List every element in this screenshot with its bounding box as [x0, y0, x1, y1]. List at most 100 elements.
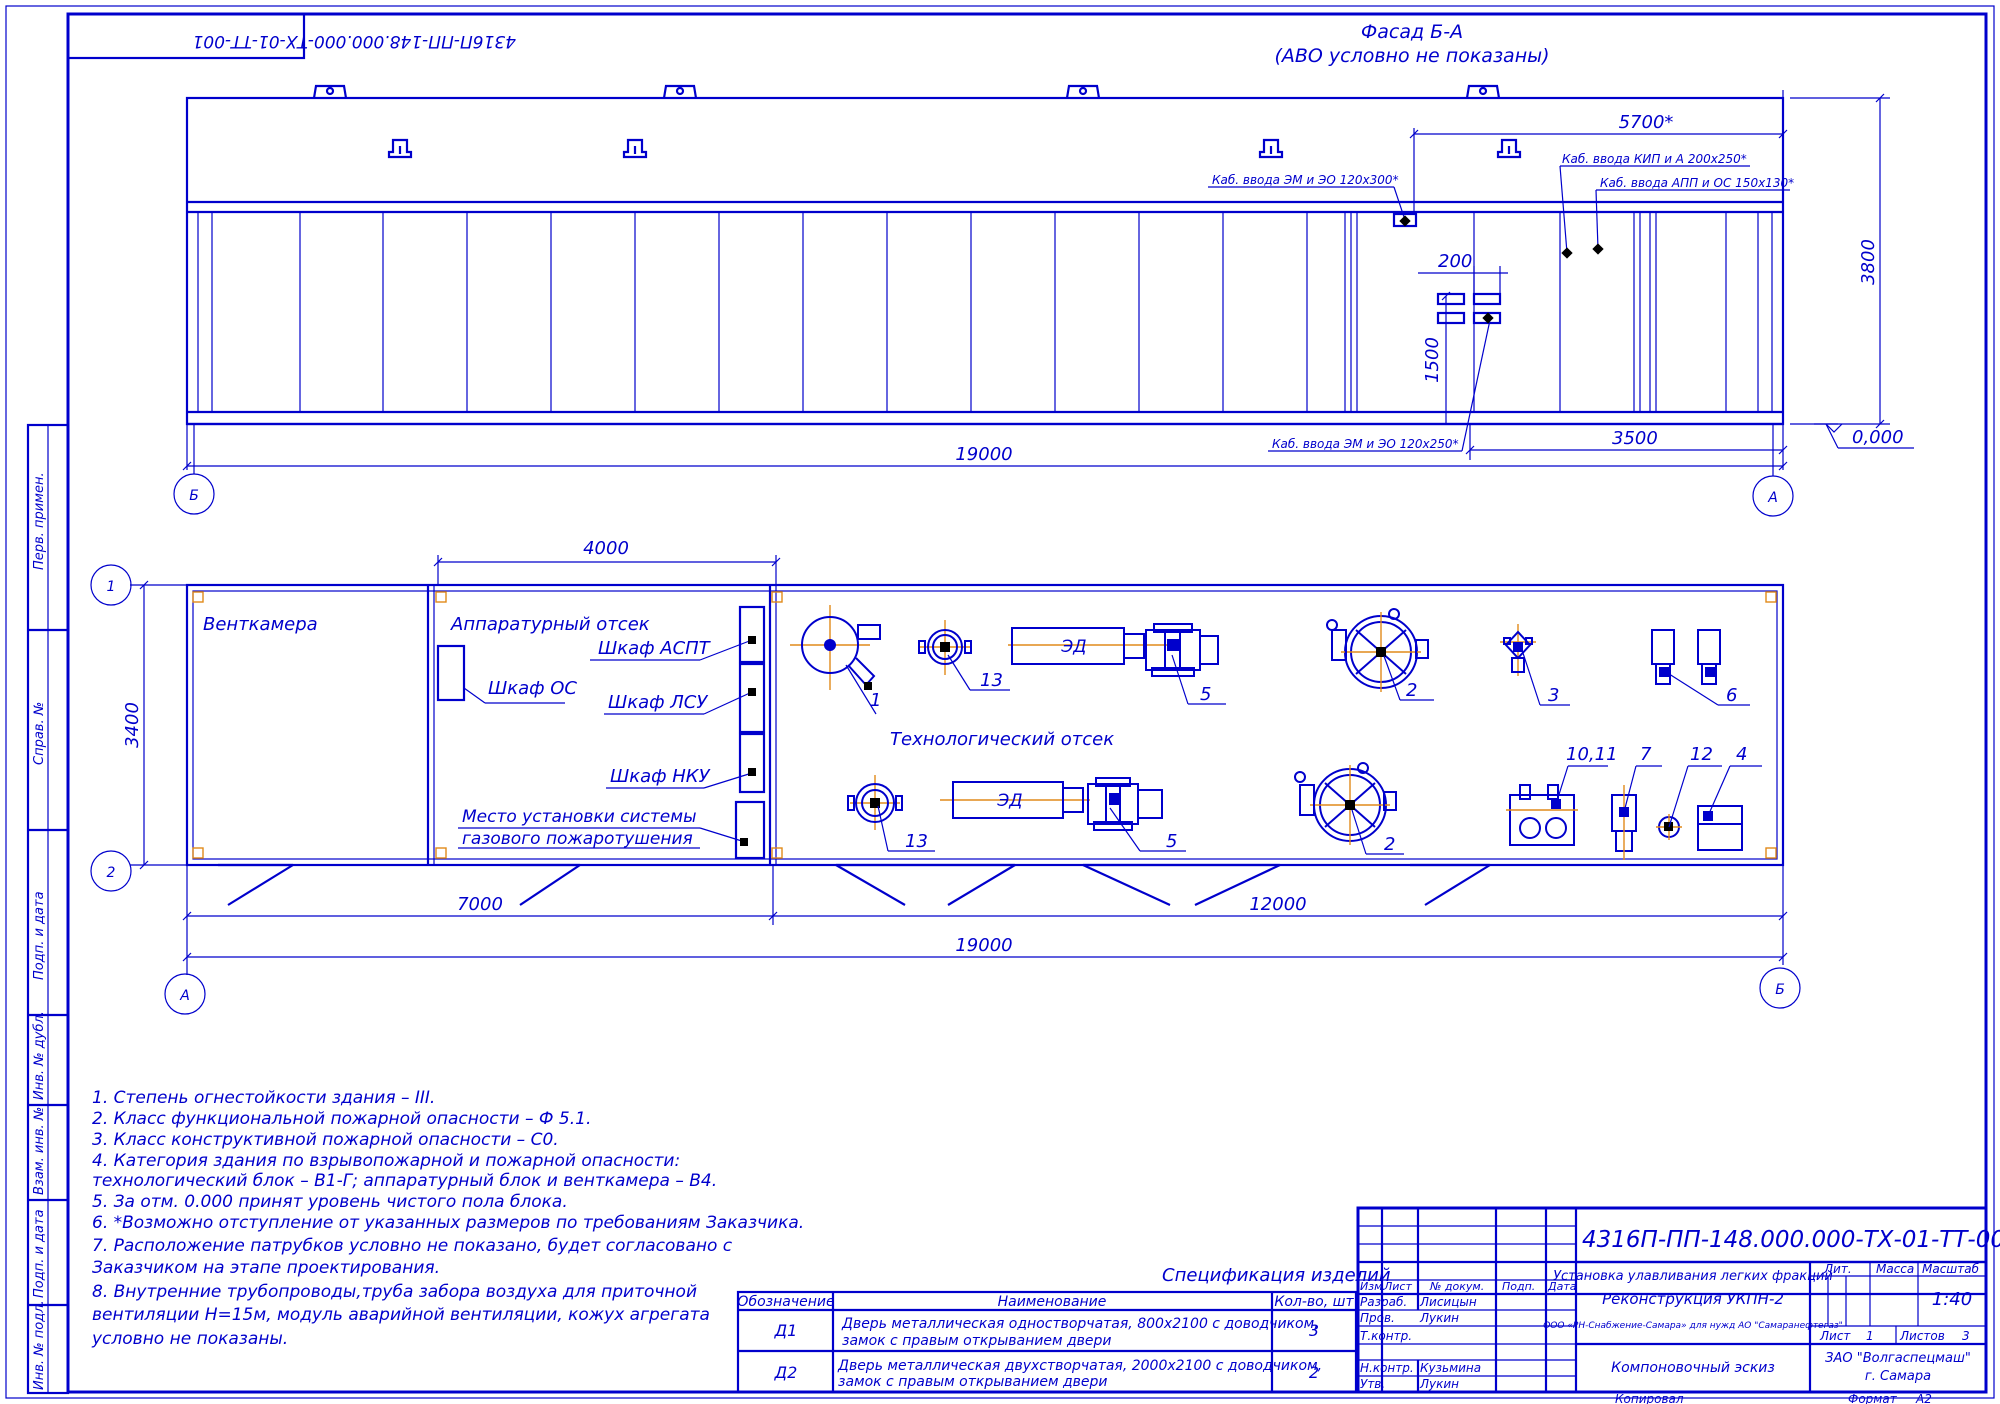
facade-axes: Б А: [173, 424, 1794, 517]
item-5a: 5: [1200, 684, 1211, 705]
stamp-role-2: Пров.: [1360, 1311, 1395, 1325]
stamp-name-4: Кузьмина: [1420, 1361, 1481, 1375]
note-2: 2. Класс функциональной пожарной опаснос…: [92, 1109, 591, 1129]
equipment-10-11: [1506, 784, 1578, 846]
note-8c: условно не показаны.: [91, 1329, 288, 1349]
plan-dimensions: 4000 3400 7000 12000 19000: [122, 538, 1788, 965]
stamp-role-1: Разраб.: [1360, 1295, 1407, 1309]
spec-header-name: Наименование: [998, 1294, 1107, 1310]
equipment-13-top: [918, 620, 972, 675]
note-8: 8. Внутренние трубопроводы,труба забора …: [92, 1282, 697, 1302]
spec-row2-name1: Дверь металлическая двухстворчатая, 2000…: [837, 1358, 1322, 1374]
stamp-copied: Копировал: [1615, 1392, 1684, 1404]
item-5b: 5: [1166, 831, 1177, 852]
strip-label-1: Перв. примен.: [32, 472, 47, 570]
stamp-org-2: г. Самара: [1865, 1369, 1931, 1384]
general-notes: 1. Степень огнестойкости здания – III. 2…: [91, 1088, 804, 1349]
stamp-col-list: Лист: [1383, 1280, 1412, 1293]
stamp-doc-code: 4316П-ПП-148.000.000-ТХ-01-ТТ-001: [1582, 1227, 2000, 1253]
room-ventkamera: Венткамера: [203, 614, 318, 635]
strip-label-6: Подп. и дата: [32, 1209, 47, 1298]
room-apparatus: Аппаратурный отсек: [450, 614, 650, 635]
stamp-scale: 1:40: [1932, 1289, 1972, 1310]
dim-3400: 3400: [122, 702, 143, 748]
plan-axis-2: 2: [107, 865, 116, 881]
stamp-format-value: А2: [1915, 1392, 1932, 1404]
dim-7000: 7000: [457, 894, 503, 915]
plan-axis-b: Б: [1775, 982, 1785, 998]
item-13b: 13: [905, 831, 928, 852]
gas-system-line1: Место установки системы: [462, 807, 697, 827]
item-6: 6: [1726, 685, 1737, 706]
strip-label-2: Справ. №: [32, 702, 47, 765]
facade-axis-a: А: [1767, 490, 1778, 506]
cable-label-1: Каб. ввода ЭМ и ЭО 120х300*: [1212, 173, 1399, 187]
note-3: 3. Класс конструктивной пожарной опаснос…: [92, 1130, 559, 1150]
note-1: 1. Степень огнестойкости здания – III.: [92, 1088, 435, 1108]
item-10-11: 10,11: [1566, 744, 1618, 765]
cable-label-3: Каб. ввода АПП и ОС 150х130*: [1600, 176, 1794, 190]
cable-label-4: Каб. ввода ЭМ и ЭО 120х250*: [1272, 437, 1459, 451]
item-4: 4: [1736, 744, 1747, 765]
stamp-format: Формат: [1848, 1392, 1898, 1404]
item-12: 12: [1690, 744, 1713, 765]
stamp-sheets-label: Листов: [1899, 1329, 1945, 1343]
stamp-name-5: Лукин: [1419, 1377, 1459, 1391]
equipment-6: [1651, 629, 1721, 685]
facade-subtitle: (АВО условно не показаны): [1274, 45, 1549, 67]
cable-leaders: Каб. ввода ЭМ и ЭО 120х300* Каб. ввода К…: [1208, 152, 1794, 452]
stamp-col-date: Дата: [1547, 1280, 1577, 1293]
spec-header-qty: Кол-во, шт: [1274, 1294, 1354, 1310]
facade-axis-b: Б: [189, 488, 199, 504]
equipment-7: [1611, 785, 1637, 860]
dim-3800: 3800: [1858, 239, 1879, 285]
item-1: 1: [870, 690, 881, 711]
motor-label-bottom: ЭД: [996, 791, 1022, 811]
strip-label-5: Взам. инв. №: [32, 1107, 47, 1195]
stamp-sheet-label: Лист: [1819, 1329, 1851, 1343]
room-technological: Технологический отсек: [890, 729, 1114, 750]
strip-label-4: Инв. № дубл.: [32, 1011, 47, 1100]
note-4: 4. Категория здания по взрывопожарной и …: [92, 1151, 680, 1171]
equipment-motor-bottom: ЭД: [940, 777, 1163, 831]
stamp-project-2: Реконструкция УКПН-2: [1602, 1290, 1784, 1308]
plan-labels: Венткамера Аппаратурный отсек Технологич…: [203, 614, 1762, 855]
spec-row1-name2: замок с правым открыванием двери: [842, 1333, 1112, 1349]
note-7b: Заказчиком на этапе проектирования.: [92, 1258, 440, 1278]
equipment-13-bottom: [847, 775, 903, 830]
gas-system-line2: газового пожаротушения: [462, 829, 693, 849]
equipment-4: [1697, 805, 1743, 851]
strip-label-3: Подп. и дата: [32, 891, 47, 980]
cabinet-os: Шкаф ОС: [488, 678, 577, 699]
spec-title: Спецификация изделий: [1162, 1265, 1391, 1286]
dim-19000-plan: 19000: [955, 935, 1012, 956]
dim-1500: 1500: [1422, 337, 1443, 383]
stamp-client: ООО «РН-Снабжение-Самара» для нужд АО "С…: [1543, 1321, 1843, 1331]
left-stamp-strip: Перв. примен. Справ. № Подп. и дата Инв.…: [26, 423, 70, 1395]
equipment-3: [1500, 624, 1536, 676]
item-3: 3: [1548, 685, 1559, 706]
spec-row1-code: Д1: [774, 1321, 798, 1340]
spec-table: Спецификация изделий Обозначение Наимено…: [736, 1265, 1391, 1394]
note-8b: вентиляции Н=15м, модуль аварийной венти…: [92, 1305, 710, 1325]
stamp-col-doc: № докум.: [1429, 1280, 1484, 1293]
stamp-sheets: 3: [1962, 1329, 1970, 1343]
note-6: 6. *Возможно отступление от указанных ра…: [92, 1213, 804, 1233]
stamp-role-4: Н.контр.: [1360, 1361, 1414, 1375]
facade-dimensions: 5700* 3800 200 1500 3500 19000 0,000: [182, 90, 1914, 471]
item-2a: 2: [1406, 680, 1417, 701]
spec-header-code: Обозначение: [737, 1294, 834, 1310]
note-5: 5. За отм. 0.000 принят уровень чистого …: [92, 1192, 568, 1212]
dim-200: 200: [1438, 251, 1472, 272]
spec-row2-name2: замок с правым открыванием двери: [838, 1374, 1108, 1390]
stamp-mass: Масса: [1876, 1262, 1914, 1276]
note-7: 7. Расположение патрубков условно не пок…: [92, 1236, 733, 1256]
stamp-lit: Лит.: [1823, 1262, 1852, 1276]
mirrored-doc-code: 4316П-ПП-148.000.000-ТХ-01-ТТ-001: [193, 31, 516, 51]
stamp-name-2: Лукин: [1419, 1311, 1459, 1325]
spec-row1-name1: Дверь металлическая одностворчатая, 800х…: [841, 1316, 1319, 1332]
dim-4000: 4000: [583, 538, 629, 559]
outer-frame: [5, 5, 1995, 1399]
stamp-org-1: ЗАО "Волгаспецмаш": [1825, 1351, 1971, 1366]
